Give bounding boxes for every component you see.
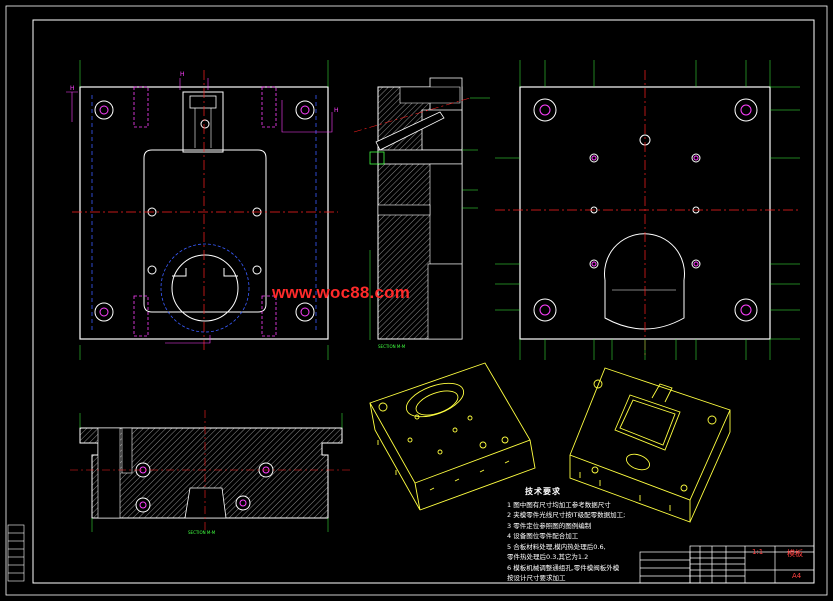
requirement-line: 3 零件定位参照图的图例编制: [507, 521, 592, 530]
outer-border: [5, 5, 828, 596]
isometric-view-1: [369, 362, 536, 511]
plan-view: [495, 60, 800, 360]
inner-border: [32, 19, 815, 584]
side-section-view: SECTION M-M: [353, 77, 490, 349]
requirement-line: 2 夹模零件光线尺寸按IT级配零数据加工;: [507, 511, 626, 519]
title-block: [639, 545, 815, 584]
sheet-size: A4: [792, 572, 802, 580]
technical-requirements-title: 技术要求: [525, 487, 561, 496]
requirement-line: 1 图中图有尺寸均加工参考数据尺寸: [507, 500, 611, 509]
svg-text:H: H: [180, 71, 185, 78]
isometric-view-2: [569, 367, 731, 523]
svg-text:SECTION M-M: SECTION M-M: [378, 344, 406, 349]
bottom-section-view: SECTION M-M: [70, 410, 350, 535]
drawing-title: 模板: [787, 549, 803, 558]
requirement-line: 5 合板材料处理,模内热处理后0.6,: [507, 542, 606, 551]
svg-text:SECTION M-M: SECTION M-M: [188, 530, 216, 535]
margin-stamp: [7, 524, 25, 582]
svg-text:H: H: [70, 85, 75, 92]
requirement-line: 6 模板机械调整通组孔,零件模阀板外模: [507, 563, 620, 572]
watermark-text: www.woc88.com: [272, 283, 411, 302]
requirement-line: 零件热处理后0.3,其它为1.2: [507, 553, 589, 561]
requirement-line: 按设计尺寸要求加工: [507, 574, 566, 582]
requirement-line: 4 设备图位零件配合加工: [507, 532, 579, 540]
technical-requirements: 技术要求 1 图中图有尺寸均加工参考数据尺寸 2 夹模零件光线尺寸按IT级配零数…: [507, 487, 687, 584]
svg-text:H: H: [334, 107, 339, 114]
drawing-scale: 1:1: [752, 548, 764, 556]
front-view: H H H: [66, 60, 339, 360]
